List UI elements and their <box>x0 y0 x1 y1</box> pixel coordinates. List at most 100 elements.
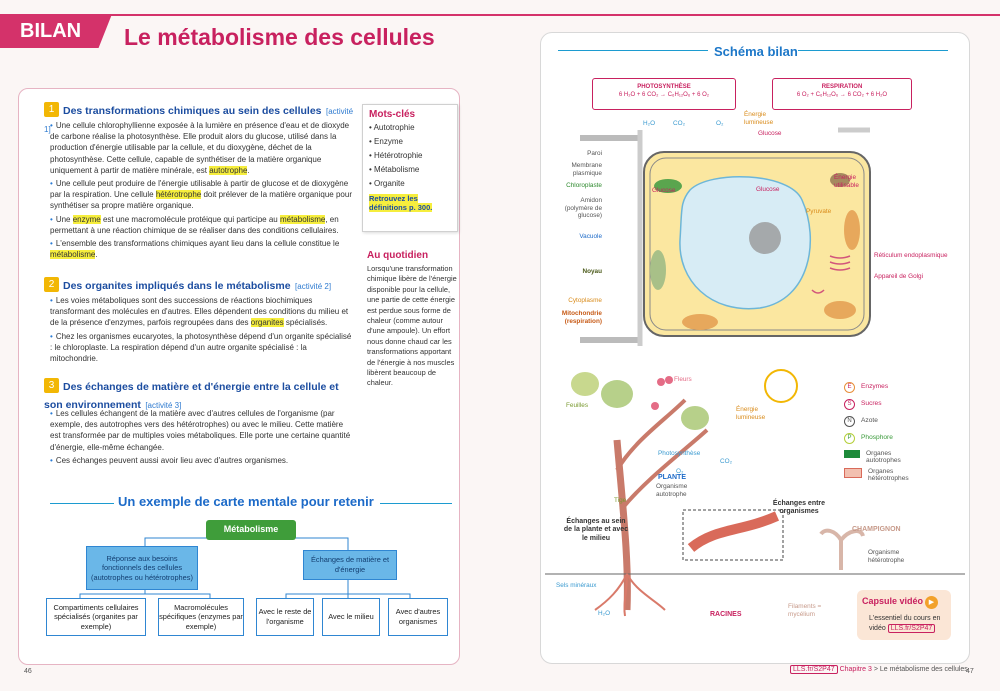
mots-cles-box: Mots-clés • Autotrophie • Enzyme • Hétér… <box>362 104 458 232</box>
paragraph: Une enzyme est une macromolécule protéiq… <box>50 214 339 235</box>
label-echanges-sein: Échanges au sein de la plante et avec le… <box>563 518 629 542</box>
label-o2: O₂ <box>716 120 724 127</box>
capsule-video[interactable]: Capsule vidéo ▶ L'essentiel du cours en … <box>857 590 951 640</box>
label-plante: PLANTE <box>658 474 686 481</box>
cell-illustration <box>580 127 871 346</box>
quotidien-title: Au quotidien <box>367 250 429 261</box>
mots-cles-item: • Enzyme <box>369 137 403 146</box>
label-mitochondrie: Mitochondrie (respiration) <box>561 310 602 325</box>
footer-breadcrumb: LLS.fr/S2P47 Chapitre 3 > Le métabolisme… <box>790 665 968 674</box>
label-sels-mineraux: Sels minéraux <box>556 582 597 589</box>
paragraph: Une cellule peut produire de l'énergie u… <box>50 179 352 211</box>
label-o2: O₂ <box>676 468 684 475</box>
section-number: 1 <box>44 102 59 118</box>
schema-title: Schéma bilan <box>714 44 798 59</box>
label-energie-lumineuse: Énergie lumineuse <box>744 111 774 126</box>
divider <box>798 50 948 51</box>
play-icon[interactable]: ▶ <box>925 596 938 609</box>
section-1-body: •Une cellule chlorophyllienne exposée à … <box>50 121 352 260</box>
mindmap-leaf: Macromolécules spécifiques (enzymes par … <box>158 598 244 636</box>
label-echanges-organismes: Échanges entre organismes <box>772 500 826 516</box>
paragraph: Les cellules échangent de la matière ave… <box>50 409 351 452</box>
page-number-right: 47 <box>966 668 974 675</box>
capsule-text: L'essentiel du cours en vidéo LLS.fr/S2P… <box>869 615 941 633</box>
label-paroi: Paroi <box>587 150 602 157</box>
section-3-body: •Les cellules échangent de la matière av… <box>50 409 351 465</box>
divider <box>50 503 114 504</box>
label-cytoplasme: Cytoplasme <box>568 297 602 304</box>
label-reticulum: Réticulum endoplasmique <box>874 252 948 259</box>
mindmap-leaf: Avec le reste de l'organisme <box>256 598 314 636</box>
label-glucose: Glucose <box>758 130 782 137</box>
label-chloroplaste: Chloroplaste <box>566 182 602 189</box>
paragraph: L'ensemble des transformations chimiques… <box>50 239 340 260</box>
paragraph: Les voies métaboliques sont des successi… <box>50 296 349 328</box>
label-amidon: Amidon (polymère de glucose) <box>564 197 602 220</box>
mindmap-node-right: Échanges de matière et d'énergie <box>303 550 397 580</box>
label-pyruvate: Pyruvate <box>806 208 832 215</box>
label-golgi: Appareil de Golgi <box>874 273 924 280</box>
mindmap-node-left: Réponse aux besoins fonctionnels des cel… <box>86 546 198 590</box>
activity-link[interactable]: [activité 1] <box>44 107 354 134</box>
mindmap-root: Métabolisme <box>206 520 296 540</box>
mots-cles-item: • Organite <box>369 179 405 188</box>
section-number: 3 <box>44 378 59 394</box>
section-2-body: •Les voies métaboliques sont des success… <box>50 296 352 364</box>
label-organisme-autotrophe: Organisme autotrophe <box>656 483 688 498</box>
mindmap-leaf: Compartiments cellulaires spécialisés (o… <box>46 598 146 636</box>
capsule-link[interactable]: LLS.fr/S2P47 <box>887 624 936 633</box>
mots-cles-item: • Hétérotrophie <box>369 151 423 160</box>
section-title: Des organites impliqués dans le métaboli… <box>63 280 291 292</box>
section-title: Des échanges de matière et d'énergie ent… <box>44 381 339 411</box>
footer-link[interactable]: LLS.fr/S2P47 <box>790 665 838 674</box>
plant-illustration <box>545 369 965 617</box>
paragraph: Une cellule chlorophyllienne exposée à l… <box>50 121 350 175</box>
label-organisme-heterotrophe: Organisme hétérotrophe <box>868 549 905 564</box>
label-fleurs: Fleurs <box>674 376 692 383</box>
label-co2: CO₂ <box>673 120 686 127</box>
label-h2o: H₂O <box>643 120 656 127</box>
sugar-icon: S <box>844 399 855 410</box>
label-glucose: Glucose <box>756 186 780 193</box>
label-energie-lumineuse: Énergie lumineuse <box>736 406 766 421</box>
section-2-heading: 2 Des organites impliqués dans le métabol… <box>44 276 354 294</box>
page-title: Le métabolisme des cellules <box>124 24 435 50</box>
divider <box>380 503 452 504</box>
paragraph: Chez les organismes eucaryotes, la photo… <box>50 331 352 364</box>
label-vacuole: Vacuole <box>579 233 602 240</box>
definitions-link[interactable]: Retrouvez les définitions p. 300. <box>369 194 433 212</box>
autotroph-swatch-icon <box>844 450 860 458</box>
activity-link[interactable]: [activité 2] <box>295 282 332 291</box>
mots-cles-item: • Autotrophie <box>369 123 415 132</box>
label-noyau: Noyau <box>582 268 602 275</box>
label-feuilles: Feuilles <box>566 402 589 409</box>
quotidien-text: Lorsqu'une transformation chimique libèr… <box>367 264 457 388</box>
heterotroph-swatch-icon <box>844 468 862 478</box>
bilan-badge: BILAN <box>0 14 112 48</box>
divider <box>558 50 708 51</box>
label-membrane: Membrane plasmique <box>571 162 602 177</box>
respiration-box: RESPIRATION 6 O₂ + C₆H₁₂O₆ → 6 CO₂ + 6 H… <box>772 78 912 110</box>
activity-link[interactable]: [activité 3] <box>145 401 182 410</box>
mindmap-leaf: Avec le milieu <box>322 598 380 636</box>
section-number: 2 <box>44 277 59 293</box>
capsule-title: Capsule vidéo <box>862 596 924 606</box>
paragraph: Ces échanges peuvent aussi avoir lieu av… <box>55 455 289 465</box>
label-racines: RACINES <box>710 611 742 618</box>
label-co2: CO₂ <box>720 458 733 465</box>
label-energie-utilisable: Énergie utilisable <box>834 174 859 189</box>
header-line <box>108 14 1000 16</box>
mots-cles-item: • Métabolisme <box>369 165 420 174</box>
page-number-left: 46 <box>24 668 32 675</box>
label-filaments: Filaments = mycélium <box>788 603 822 618</box>
nitrogen-icon: N <box>844 416 855 427</box>
carte-title: Un exemple de carte mentale pour retenir <box>118 494 374 509</box>
label-tige: Tige <box>614 497 627 504</box>
section-title: Des transformations chimiques au sein de… <box>63 105 322 117</box>
label-champignon: CHAMPIGNON <box>852 526 901 533</box>
